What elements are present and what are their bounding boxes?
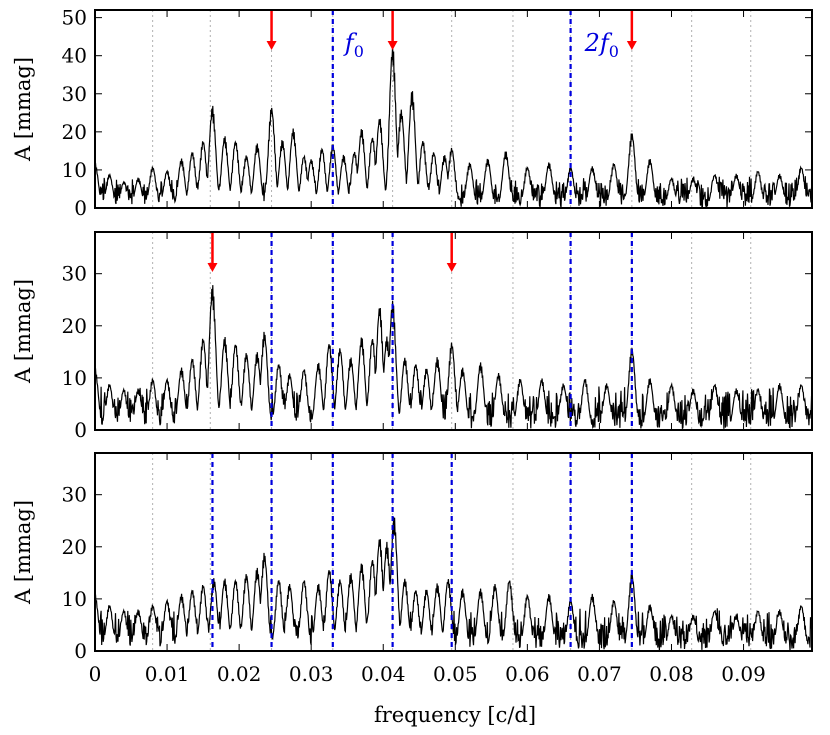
- arrow-marker-head: [266, 41, 277, 50]
- y-tick-label: 30: [62, 82, 87, 106]
- panel-frame: [94, 231, 813, 431]
- x-tick-label: 0.02: [217, 662, 262, 686]
- x-tick-label: 0.09: [721, 662, 766, 686]
- x-tick-label: 0.01: [145, 662, 190, 686]
- panel-frame: [94, 9, 813, 209]
- y-tick-label: 20: [62, 314, 87, 338]
- y-axis-label: A [mmag]: [11, 500, 35, 605]
- y-tick-label: 0: [74, 196, 87, 220]
- y-tick-label: 30: [62, 483, 87, 507]
- x-tick-label: 0.06: [505, 662, 550, 686]
- y-tick-label: 20: [62, 535, 87, 559]
- guide-label-subscript: 0: [354, 42, 364, 61]
- y-tick-label: 10: [62, 158, 87, 182]
- amplitude-series-line: [94, 285, 813, 430]
- y-tick-label: 30: [62, 262, 87, 286]
- panel-frame: [94, 452, 813, 652]
- amplitude-series-line: [94, 45, 813, 208]
- x-tick-label: 0.05: [433, 662, 478, 686]
- y-tick-label: 0: [74, 418, 87, 442]
- y-tick-label: 40: [62, 44, 87, 68]
- y-tick-label: 50: [62, 6, 87, 30]
- x-tick-label: 0.08: [649, 662, 694, 686]
- x-tick-label: 0.04: [361, 662, 406, 686]
- y-axis-label: A [mmag]: [11, 279, 35, 384]
- y-tick-label: 10: [62, 587, 87, 611]
- x-axis-label: frequency [c/d]: [374, 703, 536, 727]
- y-tick-label: 20: [62, 120, 87, 144]
- arrow-marker-head: [207, 263, 218, 272]
- guide-label-base: 2f: [584, 29, 613, 57]
- arrow-marker-head: [446, 263, 457, 272]
- guide-label-subscript: 0: [609, 42, 619, 61]
- x-tick-label: 0: [89, 662, 102, 686]
- y-tick-label: 0: [74, 639, 87, 663]
- guide-label: f0: [343, 29, 364, 61]
- guide-label: 2f0: [584, 29, 619, 61]
- y-tick-label: 10: [62, 366, 87, 390]
- arrow-marker-head: [387, 41, 398, 50]
- amplitude-series-line: [94, 516, 813, 651]
- y-axis-label: A [mmag]: [11, 57, 35, 162]
- arrow-marker-head: [626, 41, 637, 50]
- x-tick-label: 0.03: [289, 662, 334, 686]
- x-tick-label: 0.07: [577, 662, 622, 686]
